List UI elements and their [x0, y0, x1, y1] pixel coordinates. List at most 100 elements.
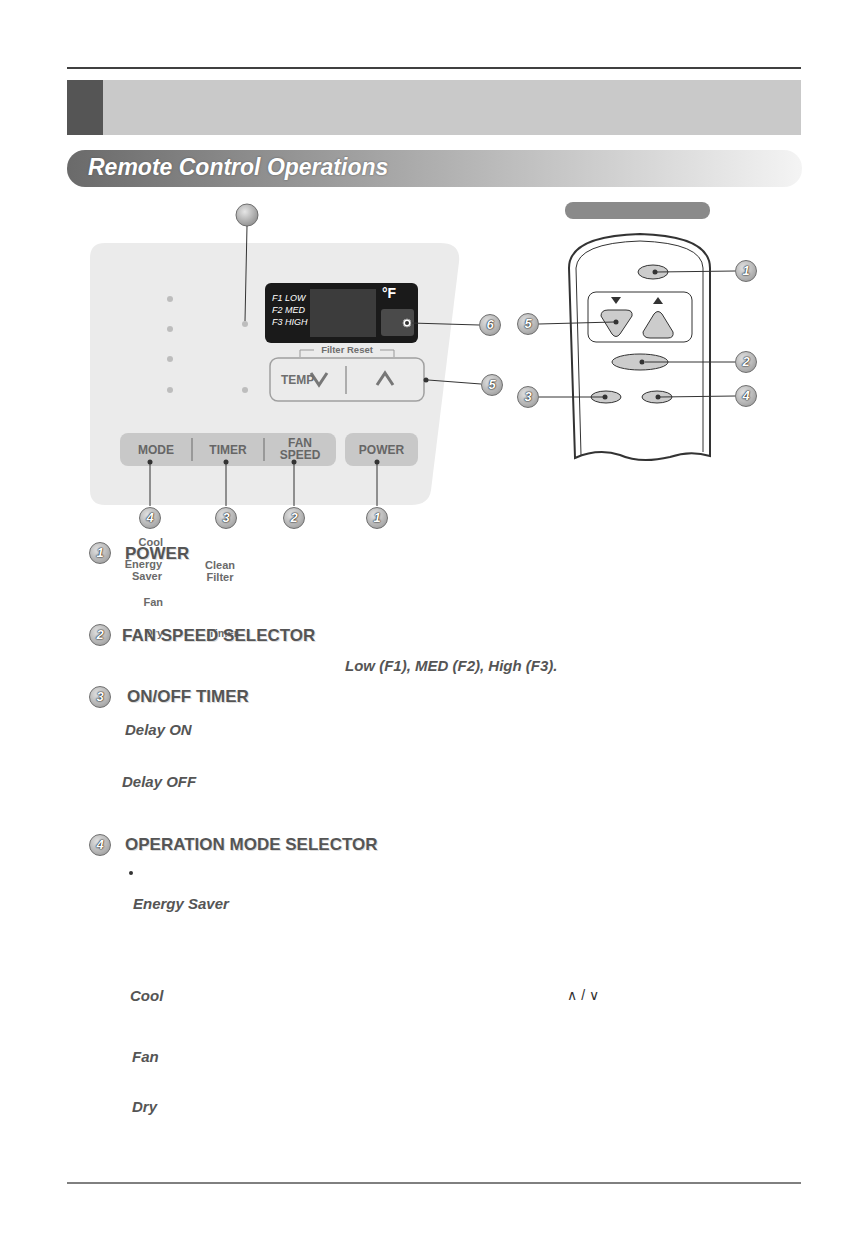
drawing-part	[601, 310, 632, 337]
drawing-part	[576, 241, 703, 455]
callout-number: 3	[89, 686, 111, 708]
node-text: MODE	[138, 443, 174, 457]
drawing-part	[167, 387, 173, 393]
mode-button: MODE	[120, 433, 192, 466]
body-text: Low (F1), MED (F2), High (F3).	[345, 657, 557, 674]
drawing-part	[242, 321, 248, 327]
callout-number: 5	[517, 313, 539, 335]
node-text: F1 LOW	[272, 293, 306, 303]
drawing-part	[660, 396, 735, 397]
node-text: Filter Reset	[319, 344, 375, 355]
drawing-part	[67, 150, 802, 187]
node-text: F2 MED	[272, 305, 305, 315]
node-text: Clean Filter	[198, 560, 242, 583]
drawing-part	[640, 360, 645, 365]
drawing-part	[539, 322, 614, 324]
remote-control	[565, 202, 710, 460]
node-text: TIMER	[209, 443, 246, 457]
node-text: POWER	[359, 443, 404, 457]
drawing-part	[657, 271, 735, 272]
drawing-part	[90, 243, 459, 505]
drawing-part	[614, 320, 619, 325]
body-text: Delay OFF	[122, 773, 196, 790]
indicator-lights	[167, 296, 248, 393]
section-heading: ON/OFF TIMER	[127, 687, 249, 707]
drawing-part	[643, 312, 673, 339]
drawing-part	[653, 297, 663, 304]
drawing-part	[377, 373, 393, 385]
body-text: ∧ / ∨	[567, 987, 599, 1003]
drawing-part	[148, 460, 153, 465]
drawing-part	[588, 292, 692, 342]
display	[265, 283, 418, 343]
drawing-part	[67, 80, 801, 135]
body-text: Dry	[132, 1098, 157, 1115]
drawing-part	[405, 321, 409, 325]
drawing-part	[645, 362, 735, 363]
drawing-part	[242, 387, 248, 393]
node-text: F3 HIGH	[272, 317, 308, 327]
drawing-part	[191, 438, 193, 461]
drawing-part	[67, 67, 801, 69]
drawing-part	[375, 460, 380, 465]
drawing-part	[656, 395, 661, 400]
body-text: Cool	[130, 987, 163, 1004]
drawing-part	[245, 226, 247, 321]
drawing-part	[167, 296, 173, 302]
button-bar	[120, 433, 418, 466]
drawing-part	[569, 234, 710, 460]
callout-number: 2	[89, 624, 111, 646]
body-text: Energy Saver	[133, 895, 229, 912]
drawing-part	[120, 433, 336, 466]
control-panel: CoolEnergy SaverFanDryClean FilterTimerF…	[90, 243, 460, 505]
drawing-part	[310, 289, 376, 337]
power-button: POWER	[345, 433, 418, 466]
section-title: Remote Control Operations	[88, 154, 388, 181]
drawing-part	[294, 464, 295, 506]
bullet	[129, 871, 133, 875]
page-header	[67, 68, 802, 1183]
leader-lines	[148, 204, 482, 506]
callout-number: 3	[215, 507, 237, 529]
drawing-part	[67, 1183, 801, 1184]
drawing-part	[611, 297, 621, 304]
callout-number: 5	[481, 374, 503, 396]
section-heading: FAN SPEED SELECTOR	[122, 626, 315, 646]
control-panel	[90, 243, 459, 505]
drawing-part	[345, 366, 347, 394]
callout-number: 3	[517, 386, 539, 408]
display: F1 LOWF2 MEDF3 HIGH°F	[265, 283, 418, 343]
drawing-part	[603, 395, 608, 400]
temp-button: Filter ResetTEMP	[270, 358, 424, 401]
drawing-part	[539, 397, 603, 398]
drawing-part	[270, 358, 424, 401]
node-text: Fan	[143, 596, 163, 608]
drawing-part	[428, 380, 481, 384]
temp-button	[270, 350, 424, 401]
body-text: Delay ON	[125, 721, 192, 738]
drawing-part	[224, 460, 229, 465]
callout-number: 1	[735, 260, 757, 282]
timer-button: TIMER	[192, 433, 264, 466]
drawing-part	[411, 323, 479, 325]
drawing-part	[263, 438, 265, 461]
body-text: Fan	[132, 1048, 159, 1065]
drawing-part	[377, 464, 378, 506]
drawing-part	[565, 202, 710, 219]
callout-number: 4	[139, 507, 161, 529]
drawing-part	[167, 356, 173, 362]
callout-number: 2	[735, 351, 757, 373]
drawing-part	[236, 204, 258, 226]
drawing-part	[345, 433, 418, 466]
drawing-part	[150, 464, 151, 506]
callout-number: 1	[89, 542, 111, 564]
remote-leaders	[539, 270, 735, 400]
callout-number: 6	[479, 314, 501, 336]
drawing-part	[403, 319, 411, 327]
drawing-part	[424, 378, 429, 383]
drawing-part	[67, 80, 103, 135]
drawing-part	[167, 326, 173, 332]
